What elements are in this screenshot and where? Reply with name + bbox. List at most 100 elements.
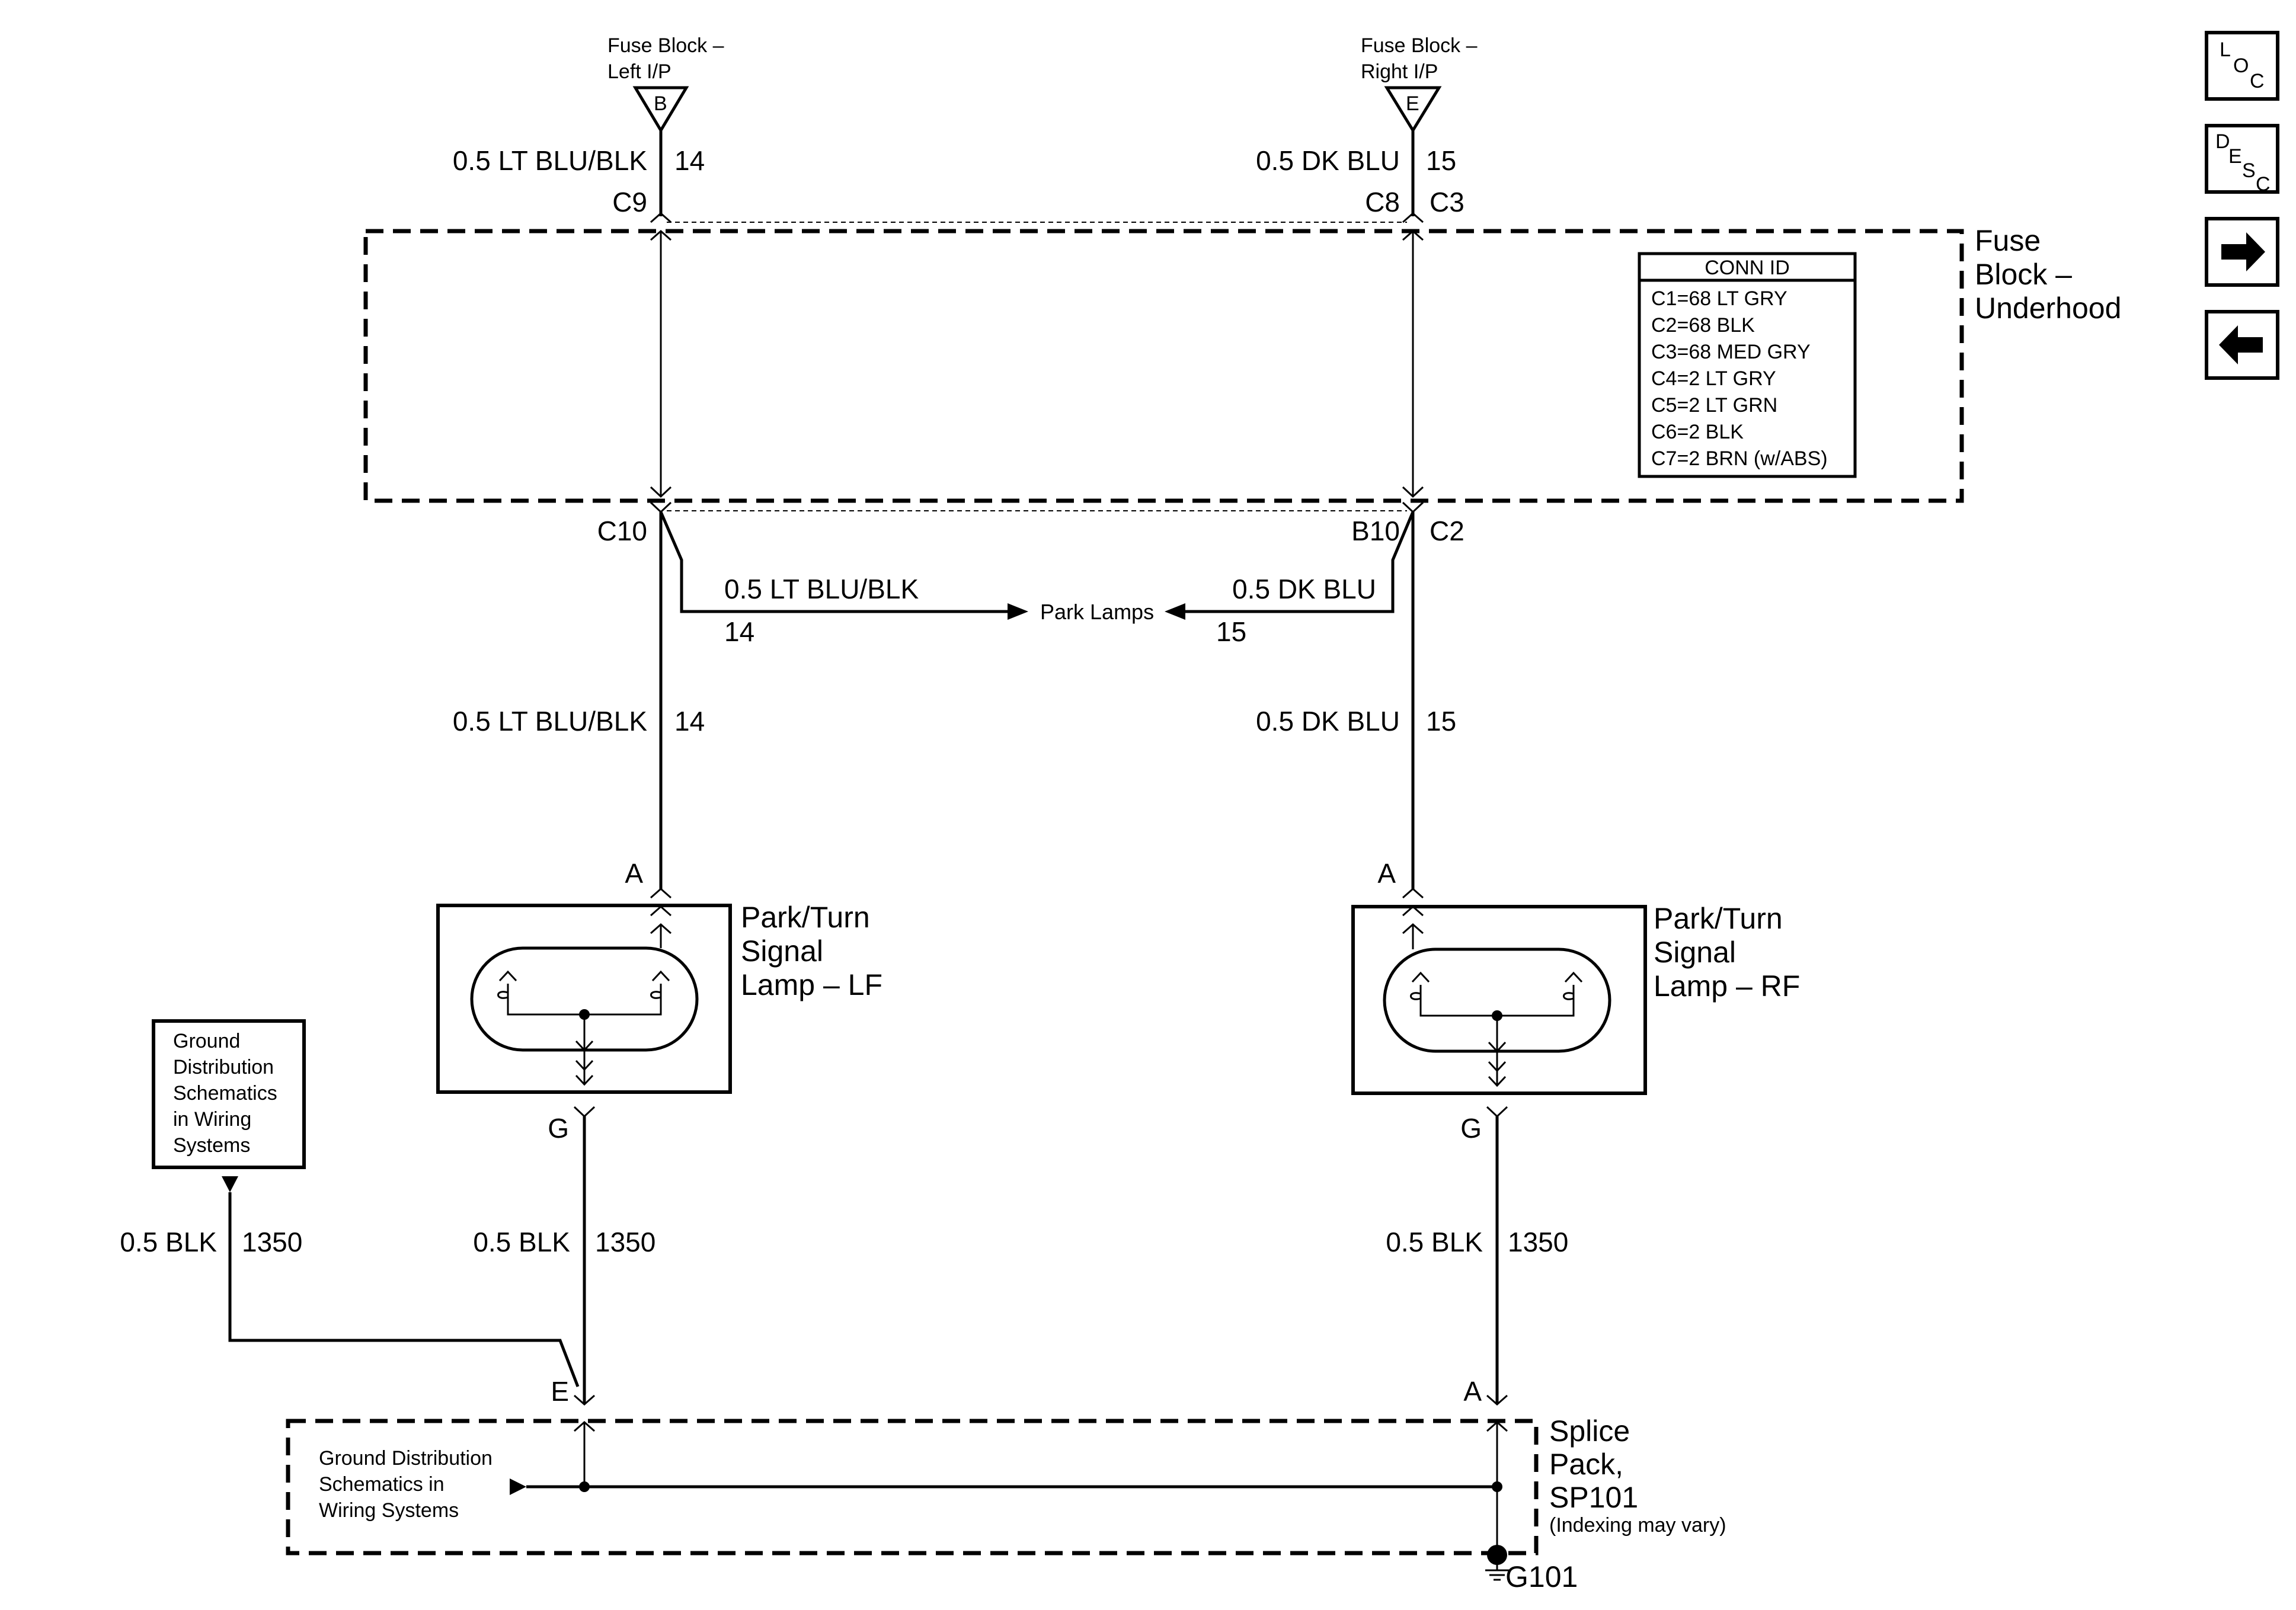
fuse-block-underhood-box <box>363 229 1964 503</box>
connector-c3-label: C3 <box>1430 187 1464 217</box>
conn-id-row: C6=2 BLK <box>1651 421 1744 443</box>
fuse-block-right-ip: Fuse Block – Right I/P E <box>1361 34 1478 133</box>
arrow-left-icon <box>1165 603 1185 620</box>
conn-id-table: CONN ID C1=68 LT GRY C2=68 BLK C3=68 MED… <box>1638 252 1857 478</box>
park-turn-lamp-lf: A Park/Turn Signal Lamp – LF G <box>436 858 882 1144</box>
splice-ref-line: Schematics in <box>319 1473 445 1496</box>
wire-left-mid-circuit: 14 <box>674 706 705 737</box>
previous-page-button[interactable] <box>2205 310 2279 380</box>
splice-pin-e: E <box>551 1376 569 1407</box>
arrow-left-icon <box>2219 325 2263 364</box>
loc-letter: L <box>2220 39 2231 61</box>
lamp-rf-line3: Lamp – RF <box>1654 969 1800 1003</box>
wire-rf-ground-label: 0.5 BLK <box>1386 1227 1483 1257</box>
fuse-right-terminal-icon <box>1384 86 1442 133</box>
splice-ref-arrow-icon <box>510 1478 526 1495</box>
connector-b10-label: B10 <box>1351 516 1400 546</box>
conn-id-row: C3=68 MED GRY <box>1651 341 1811 363</box>
ground-ref-line: Distribution <box>173 1056 274 1078</box>
wire-right-top-label: 0.5 DK BLU <box>1256 145 1400 176</box>
conn-id-row: C4=2 LT GRY <box>1651 367 1776 390</box>
location-button[interactable]: L O C <box>2205 31 2279 101</box>
ground-ref-line: Ground <box>173 1030 240 1052</box>
ground-ref-line: Schematics <box>173 1082 277 1105</box>
ground-distribution-ref-box: Ground Distribution Schematics in Wiring… <box>152 1019 306 1192</box>
lamp-rf-pin-a: A <box>1377 858 1396 889</box>
splice-pack-note: (Indexing may vary) <box>1549 1514 1726 1537</box>
conn-id-row: C1=68 LT GRY <box>1651 287 1787 310</box>
next-page-button[interactable] <box>2205 217 2279 287</box>
arrow-right-icon <box>2221 232 2265 271</box>
park-turn-lamp-rf: A Park/Turn Signal Lamp – RF G <box>1351 858 1800 1144</box>
park-branch-left-circuit: 14 <box>724 616 754 647</box>
conn-id-row: C5=2 LT GRN <box>1651 394 1777 417</box>
loc-letter: O <box>2233 55 2249 77</box>
connector-c2-label: C2 <box>1430 516 1464 546</box>
splice-pack-line2: Pack, <box>1549 1448 1623 1481</box>
desc-letter: D <box>2215 130 2230 153</box>
fuse-left-terminal-icon <box>632 86 689 133</box>
splice-ref-line: Ground Distribution <box>319 1447 493 1470</box>
fuse-left-letter: B <box>654 92 667 115</box>
loc-letter: C <box>2250 70 2265 92</box>
wire-right-top-circuit: 15 <box>1426 145 1456 176</box>
wire-left-top-circuit: 14 <box>674 145 705 176</box>
splice-pack-internals: Ground Distribution Schematics in Wiring… <box>319 1420 1508 1553</box>
wire-lf-ground-circuit: 1350 <box>595 1227 655 1257</box>
lamp-rf-pin-g: G <box>1460 1113 1482 1144</box>
splice-pack-line1: Splice <box>1549 1414 1630 1448</box>
wire-left-circuit-14 <box>650 130 1008 899</box>
description-button[interactable]: D E S C <box>2205 124 2279 196</box>
conn-id-row: C2=68 BLK <box>1651 314 1755 337</box>
park-lamps-label: Park Lamps <box>1040 600 1154 624</box>
lamp-lf-line3: Lamp – LF <box>741 968 882 1001</box>
fuse-left-line2: Left I/P <box>607 60 671 83</box>
lamp-lf-pin-g: G <box>548 1113 569 1144</box>
fuse-left-line1: Fuse Block – <box>607 34 724 57</box>
wire-right-mid-label: 0.5 DK BLU <box>1256 706 1400 737</box>
lamp-lf-pin-a: A <box>625 858 643 889</box>
wire-rf-ground-circuit: 1350 <box>1508 1227 1568 1257</box>
fuse-right-line2: Right I/P <box>1361 60 1438 83</box>
fuse-right-line1: Fuse Block – <box>1361 34 1478 57</box>
arrow-right-icon <box>1008 603 1028 620</box>
fuse-block-left-ip: Fuse Block – Left I/P B <box>607 34 724 133</box>
park-branch-left-label: 0.5 LT BLU/BLK <box>724 574 919 604</box>
connector-c9-label: C9 <box>612 187 647 217</box>
fuse-right-letter: E <box>1406 92 1419 115</box>
lamp-lf-line2: Signal <box>741 934 823 968</box>
ground-symbol-icon <box>1485 1545 1509 1581</box>
underhood-line2: Block – <box>1975 258 2072 291</box>
ref-arrow-icon <box>222 1176 238 1192</box>
connector-c10-label: C10 <box>597 516 647 546</box>
wire-right-circuit-15 <box>1185 130 1424 899</box>
wire-ground-ref-1350 <box>228 1192 580 1387</box>
desc-letter: E <box>2228 145 2242 168</box>
desc-letter: S <box>2242 159 2256 182</box>
wire-lf-ground-label: 0.5 BLK <box>473 1227 570 1257</box>
wire-left-mid-label: 0.5 LT BLU/BLK <box>453 706 647 737</box>
underhood-line3: Underhood <box>1975 292 2121 325</box>
lamp-rf-line1: Park/Turn <box>1654 902 1783 935</box>
desc-letter: C <box>2256 173 2271 196</box>
splice-pack-line3: SP101 <box>1549 1481 1638 1514</box>
splice-pin-a: A <box>1463 1376 1482 1407</box>
ground-point-label: G101 <box>1505 1560 1578 1593</box>
lamp-rf-line2: Signal <box>1654 936 1736 969</box>
underhood-line1: Fuse <box>1975 224 2041 257</box>
wire-ground-ref-label: 0.5 BLK <box>120 1227 217 1257</box>
park-branch-right-label: 0.5 DK BLU <box>1232 574 1376 604</box>
wire-ground-ref-circuit: 1350 <box>242 1227 302 1257</box>
conn-id-row: C7=2 BRN (w/ABS) <box>1651 447 1828 470</box>
lamp-lf-line1: Park/Turn <box>741 901 870 934</box>
conn-id-title: CONN ID <box>1705 257 1790 279</box>
ground-ref-line: Systems <box>173 1134 250 1157</box>
splice-pack-box <box>286 1419 1539 1555</box>
connector-c8-label: C8 <box>1365 187 1400 217</box>
ground-ref-line: in Wiring <box>173 1108 251 1131</box>
splice-ref-line: Wiring Systems <box>319 1499 459 1522</box>
wire-right-mid-circuit: 15 <box>1426 706 1456 737</box>
park-branch-right-circuit: 15 <box>1216 616 1246 647</box>
wire-left-top-label: 0.5 LT BLU/BLK <box>453 145 647 176</box>
